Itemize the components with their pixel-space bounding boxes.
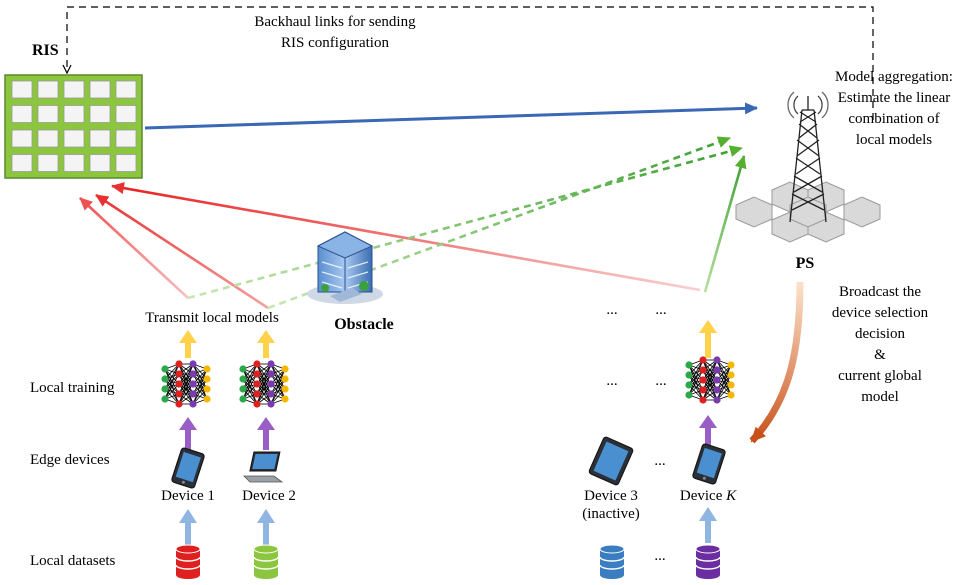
device3-label: Device 3 [584,488,638,504]
device2-to-ris-link [95,193,269,310]
ris-element [89,129,111,148]
laptop-icon [243,451,284,483]
tablet-icon [588,436,634,486]
ris-element [115,154,137,172]
ris-element [89,105,111,123]
ris-element [11,105,33,123]
ris-element [63,105,85,123]
ris-element [63,154,85,172]
device1-to-ris-link [79,197,189,299]
upload-arrows [179,320,717,358]
obstacle-label: Obstacle [334,316,394,333]
ris-panel-icon [4,74,143,179]
ellipsis: ... [654,453,665,469]
broadcast-line: device selection [832,305,929,321]
ris-element [115,80,137,99]
database-icon [695,544,721,579]
model-aggregation-line: Estimate the linear [838,90,950,106]
ellipsis: ... [606,302,617,318]
device1-to-ps-dashed-link [187,145,743,300]
broadcast-line: current global [838,368,922,384]
ris-element [37,105,59,123]
deviceK-to-ris-link [111,182,701,292]
data-arrows [179,507,717,545]
model-aggregation-line: Model aggregation: [835,69,953,85]
ris-element [11,80,33,99]
device2-to-ps-dashed-link [267,136,731,310]
ellipsis: ... [655,302,666,318]
ris-element [11,154,33,172]
neural-network-icon [684,355,736,405]
model-aggregation-text: Model aggregation: Estimate the linear c… [835,69,953,148]
backhaul-label-line2: RIS configuration [281,35,389,51]
broadcast-text: Broadcast the device selection decision … [832,284,929,405]
ellipsis: ... [655,373,666,389]
training-arrows [179,415,717,450]
device3-status: (inactive) [582,506,639,522]
ris-element [115,129,137,148]
ris-element [11,129,33,148]
model-aggregation-line: local models [856,132,932,148]
ris-element [89,154,111,172]
backhaul-label-line1: Backhaul links for sending [254,14,416,30]
row-label-edge-devices: Edge devices [30,452,110,468]
ris-element [37,154,59,172]
ps-label: PS [796,255,815,272]
deviceK-to-ps-link [703,155,747,293]
broadcast-arrow [749,281,804,444]
device2-label: Device 2 [242,488,296,504]
database-icon [175,544,201,579]
ris-label: RIS [32,42,59,59]
device1-label: Device 1 [161,488,215,504]
phone-icon [171,447,205,489]
ris-element [63,129,85,148]
database-icon [599,544,625,579]
row-label-local-datasets: Local datasets [30,553,116,569]
phone-icon [692,443,726,485]
model-aggregation-line: combination of [848,111,939,127]
backhaul-link [67,6,874,120]
broadcast-line: decision [855,326,905,342]
ris-element [89,80,111,99]
database-icon [253,544,279,579]
ris-element [37,80,59,99]
ellipsis: ... [606,373,617,389]
broadcast-line: model [861,389,899,405]
tower-icon [735,91,881,243]
ris-element [37,129,59,148]
building-icon [307,231,383,304]
ris-element [115,105,137,123]
row-label-local-training: Local training [30,380,115,396]
neural-network-icon [160,359,212,409]
neural-network-icon [238,359,290,409]
ellipsis: ... [654,548,665,564]
ris-to-ps-link [144,102,758,130]
deviceK-label: Device K [680,488,737,504]
ris-element [63,80,85,99]
broadcast-line: Broadcast the [839,284,921,300]
transmit-local-models-label: Transmit local models [145,310,279,326]
broadcast-line: & [874,347,886,363]
